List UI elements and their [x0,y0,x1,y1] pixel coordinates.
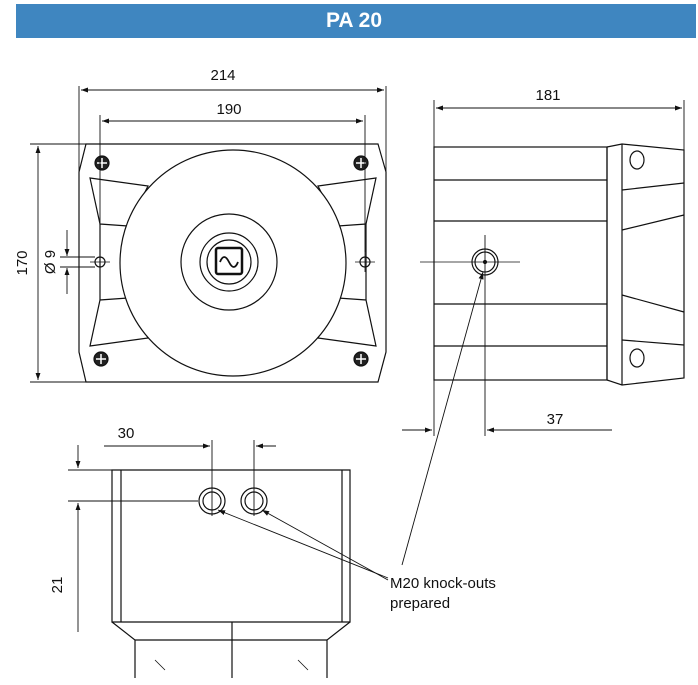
dimension-lines-bottom [68,440,276,632]
screw-top-right [353,155,369,171]
front-view [78,143,387,383]
sine-wave-icon [214,246,244,276]
screw-bottom-right [353,351,369,367]
dimension-lines-side [402,100,685,436]
dim-hole-diameter: Ø 9 [42,250,59,274]
title-bar-accent [12,4,16,38]
callout-line-2: prepared [390,595,450,612]
page-title: PA 20 [325,9,383,32]
dim-overall-width: 214 [210,67,235,84]
dimension-lines-front [30,86,387,383]
dim-knockout-offset: 37 [547,411,564,428]
callout-leaders [217,271,484,581]
dim-knockout-spacing: 30 [118,425,135,442]
title-bar: PA 20 [12,4,696,38]
dim-hole-spacing: 190 [216,101,241,118]
dim-depth: 181 [535,87,560,104]
dim-height: 170 [14,250,31,275]
dim-knockout-height: 21 [49,577,66,594]
screw-top-left [94,155,110,171]
callout-line-1: M20 knock-outs [390,575,496,592]
side-view [433,143,685,386]
screw-bottom-left [93,351,109,367]
